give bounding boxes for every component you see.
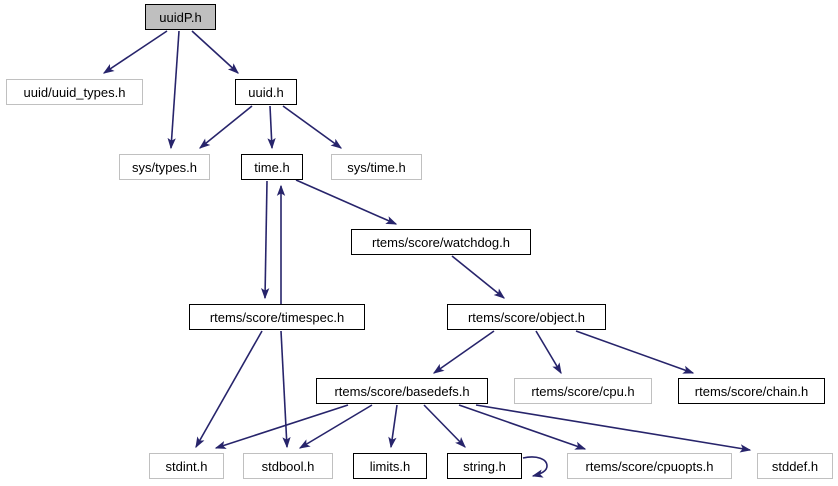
graph-edge <box>280 330 291 449</box>
graph-node-uuidP[interactable]: uuidP.h <box>145 4 216 30</box>
graph-edge <box>575 330 695 374</box>
graph-node-label: rtems/score/basedefs.h <box>334 383 470 399</box>
graph-edge <box>423 404 466 448</box>
graph-edge <box>199 105 253 149</box>
graph-node-stdbool: stdbool.h <box>243 453 333 479</box>
graph-edge <box>267 105 276 150</box>
graph-node-cpu: rtems/score/cpu.h <box>514 378 652 404</box>
graph-node-systypes: sys/types.h <box>119 154 210 180</box>
graph-edge <box>214 404 349 449</box>
graph-edge <box>295 179 398 225</box>
graph-node-label: stdbool.h <box>261 458 315 474</box>
graph-edge <box>102 30 168 74</box>
graph-node-cpuopts: rtems/score/cpuopts.h <box>567 453 732 479</box>
graph-node-object[interactable]: rtems/score/object.h <box>447 304 606 330</box>
graph-node-string[interactable]: string.h <box>447 453 522 479</box>
graph-node-label: rtems/score/object.h <box>467 309 586 325</box>
graph-edge <box>535 330 562 375</box>
graph-node-uuidtypes: uuid/uuid_types.h <box>6 79 143 105</box>
graph-node-label: sys/types.h <box>131 159 198 175</box>
graph-node-label: stddef.h <box>771 458 819 474</box>
graph-edge <box>432 330 495 374</box>
graph-node-timespec[interactable]: rtems/score/timespec.h <box>189 304 365 330</box>
graph-node-label: rtems/score/chain.h <box>694 383 809 399</box>
graph-edge <box>195 330 263 449</box>
graph-edge <box>451 255 505 299</box>
graph-node-stddef: stddef.h <box>757 453 833 479</box>
graph-node-label: stdint.h <box>165 458 208 474</box>
graph-edge <box>475 404 752 453</box>
graph-node-label: rtems/score/cpu.h <box>531 383 635 399</box>
graph-node-basedefs[interactable]: rtems/score/basedefs.h <box>316 378 488 404</box>
graph-node-label: limits.h <box>369 458 411 474</box>
graph-node-label: uuid.h <box>248 84 284 100</box>
graph-edge <box>261 180 270 300</box>
graph-node-uuid[interactable]: uuid.h <box>235 79 297 105</box>
graph-node-limits[interactable]: limits.h <box>353 453 427 479</box>
graph-node-label: time.h <box>254 159 290 175</box>
graph-node-label: string.h <box>463 458 506 474</box>
graph-edge <box>298 404 373 449</box>
graph-node-label: sys/time.h <box>347 159 406 175</box>
graph-node-stdint: stdint.h <box>149 453 224 479</box>
graph-node-label: rtems/score/timespec.h <box>209 309 345 325</box>
graph-node-label: rtems/score/watchdog.h <box>371 234 510 250</box>
graph-node-label: uuidP.h <box>159 9 202 25</box>
graph-edge <box>522 456 548 478</box>
graph-node-time[interactable]: time.h <box>241 154 303 180</box>
graph-edge <box>167 30 180 150</box>
graph-edge <box>388 404 398 449</box>
graph-edge <box>458 404 587 450</box>
graph-node-label: uuid/uuid_types.h <box>23 84 126 100</box>
graph-node-systime: sys/time.h <box>331 154 422 180</box>
graph-edge <box>191 30 239 74</box>
graph-edges <box>102 30 752 478</box>
graph-edge <box>282 105 343 149</box>
graph-node-chain[interactable]: rtems/score/chain.h <box>678 378 825 404</box>
graph-node-label: rtems/score/cpuopts.h <box>585 458 714 474</box>
graph-node-watchdog[interactable]: rtems/score/watchdog.h <box>351 229 531 255</box>
